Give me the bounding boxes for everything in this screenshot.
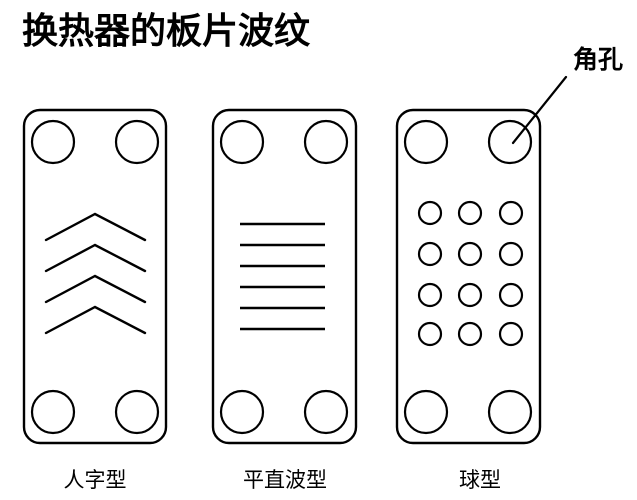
- corner-hole: [114, 389, 160, 435]
- corner-hole-group: [30, 119, 160, 435]
- straight-wave-pattern-group: [240, 222, 325, 331]
- dimple-pattern-group: [417, 200, 524, 347]
- corner-hole: [219, 389, 265, 435]
- dimple-circle: [417, 200, 443, 226]
- dimple-circle: [417, 282, 443, 308]
- plate-caption-chevron: 人字型: [63, 468, 127, 492]
- corner-hole: [403, 119, 449, 165]
- corner-hole: [219, 119, 265, 165]
- corner-hole: [30, 119, 76, 165]
- plate-caption-spherical-dimple: 球型: [459, 468, 501, 492]
- dimple-circle: [457, 282, 483, 308]
- plate-outline: [211, 108, 358, 445]
- chevron-ridge: [44, 305, 147, 335]
- dimple-circle: [498, 200, 524, 226]
- corner-hole: [487, 119, 533, 165]
- chevron-pattern-group: [44, 212, 147, 335]
- callout-label-corner-hole: 角孔: [573, 45, 624, 74]
- plate-chevron: [22, 108, 168, 445]
- chevron-ridge: [44, 274, 147, 304]
- plate-outline: [395, 108, 542, 445]
- chevron-ridge: [44, 212, 147, 242]
- corner-hole: [487, 389, 533, 435]
- corner-hole-group: [403, 119, 533, 435]
- plate-spherical-dimple: [395, 108, 542, 445]
- chevron-ridge: [44, 243, 147, 273]
- plate-straight-wave: [211, 108, 358, 445]
- page-title: 换热器的板片波纹: [22, 11, 311, 52]
- dimple-circle: [457, 200, 483, 226]
- dimple-circle: [457, 241, 483, 267]
- dimple-circle: [417, 241, 443, 267]
- corner-hole: [303, 389, 349, 435]
- dimple-circle: [417, 321, 443, 347]
- dimple-circle: [457, 321, 483, 347]
- corner-hole: [403, 389, 449, 435]
- dimple-circle: [498, 321, 524, 347]
- corner-hole: [30, 389, 76, 435]
- callout-leader-line: [511, 75, 568, 145]
- dimple-circle: [498, 241, 524, 267]
- corner-hole: [303, 119, 349, 165]
- corner-hole-group: [219, 119, 349, 435]
- plate-caption-straight-wave: 平直波型: [243, 468, 327, 492]
- corner-hole: [114, 119, 160, 165]
- dimple-circle: [498, 282, 524, 308]
